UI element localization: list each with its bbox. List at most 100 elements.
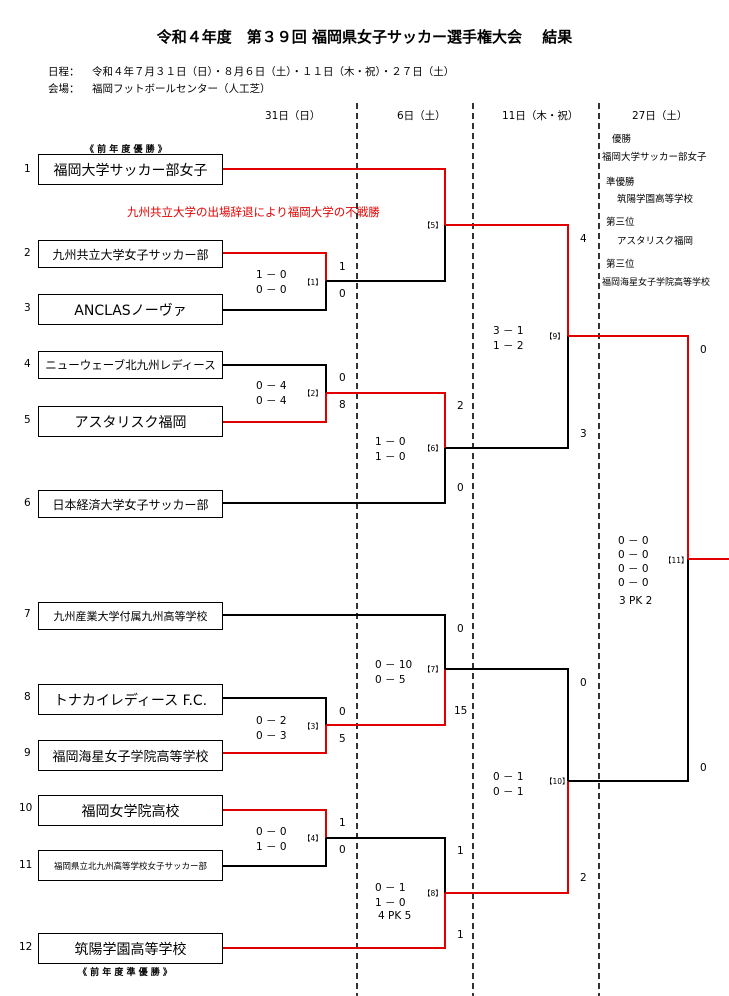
team-box: ニューウェーブ北九州レディース: [38, 351, 223, 379]
match-number: 【1】: [303, 278, 323, 287]
team-box: アスタリスク福岡: [38, 406, 223, 437]
half-score: 0 － 0: [256, 826, 287, 838]
score-top: 0: [700, 344, 707, 356]
team-name: ニューウェーブ北九州レディース: [45, 358, 216, 372]
half-score: 0 － 0: [618, 549, 649, 561]
team-no: 6: [24, 497, 31, 509]
team-name: 日本経済大学女子サッカー部: [52, 497, 209, 512]
team-box: 福岡県立北九州高等学校女子サッカー部: [38, 850, 223, 881]
half-score: 0 － 4: [256, 395, 287, 407]
prev-winner-label: 《 前 年 度 優 勝 》: [85, 145, 167, 155]
score-top: 1: [339, 261, 346, 273]
half-score: 1 － 0: [375, 451, 406, 463]
team-name: 福岡海星女子学院高等学校: [52, 750, 209, 765]
team-name: 福岡女学院高校: [81, 803, 180, 820]
team-name: ANCLASノーヴァ: [74, 302, 187, 319]
half-score: 0 － 5: [375, 674, 406, 686]
day-header-1: 31日（日）: [265, 110, 321, 122]
half-score: 1 － 0: [256, 841, 287, 853]
match-number: 【3】: [303, 722, 323, 731]
score-bottom: 5: [339, 733, 346, 745]
half-score: 1 － 2: [493, 340, 524, 352]
match-number: 【11】: [664, 556, 689, 565]
team-box: トナカイレディース F.C.: [38, 684, 223, 715]
score-top: 1: [457, 845, 464, 857]
half-score: 0 － 0: [618, 535, 649, 547]
day-header-2: 6日（土）: [397, 110, 446, 122]
score-bottom: 8: [339, 399, 346, 411]
team-no: 1: [24, 163, 31, 175]
score-top: 2: [457, 400, 464, 412]
team-no: 10: [19, 802, 33, 814]
team-name: 筑陽学園高等学校: [74, 941, 187, 958]
match-number: 【8】: [423, 889, 443, 898]
prev-runnerup-label: 《 前 年 度 準 優 勝 》: [78, 968, 172, 978]
team-no: 9: [24, 747, 31, 759]
team-box: 福岡海星女子学院高等学校: [38, 740, 223, 771]
third-label: 第三位: [606, 259, 635, 270]
team-box: 筑陽学園高等学校: [38, 933, 223, 964]
third-name: アスタリスク福岡: [617, 236, 694, 247]
schedule-value: 令和４年７月３１日（日）・８月６日（土）・１１日（木・祝）・２７日（土）: [92, 66, 455, 78]
half-score: 3 － 1: [493, 325, 524, 337]
schedule-label: 日程：: [48, 66, 80, 78]
day-header-3: 11日（木・祝）: [502, 110, 579, 122]
third-label: 第三位: [606, 217, 635, 228]
page-title: 令和４年度 第３９回 福岡県女子サッカー選手権大会 結果: [156, 28, 573, 46]
team-box: 福岡女学院高校: [38, 795, 223, 826]
team-name: トナカイレディース F.C.: [53, 692, 208, 709]
score-bottom: 3: [580, 428, 587, 440]
half-score: 0 － 0: [618, 577, 649, 589]
half-score: 0 － 4: [256, 380, 287, 392]
team-box: 九州産業大学付属九州高等学校: [38, 602, 223, 630]
score-bottom: 1: [457, 929, 464, 941]
match-number: 【10】: [545, 777, 570, 786]
match-number: 【4】: [303, 834, 323, 843]
score-top: 0: [580, 677, 587, 689]
match-number: 【5】: [423, 221, 443, 230]
team-no: 4: [24, 358, 31, 370]
team-no: 12: [19, 941, 33, 953]
team-name: 九州共立大学女子サッカー部: [52, 247, 209, 262]
half-score: 0 － 2: [256, 715, 287, 727]
half-score: 0 － 1: [493, 786, 524, 798]
team-name: 福岡県立北九州高等学校女子サッカー部: [53, 861, 207, 872]
runnerup-label: 準優勝: [606, 177, 635, 188]
half-score: 0 － 3: [256, 730, 287, 742]
score-top: 0: [339, 372, 346, 384]
team-name: 福岡大学サッカー部女子: [53, 162, 208, 179]
score-top: 0: [457, 623, 464, 635]
team-no: 2: [24, 247, 31, 259]
day-header-4: 27日（土）: [632, 110, 688, 122]
score-bottom: 0: [339, 844, 346, 856]
half-score: 0 － 1: [493, 771, 524, 783]
team-box: 福岡大学サッカー部女子: [38, 154, 223, 185]
pk-score: 4 PK 5: [378, 910, 412, 922]
team-no: 7: [24, 608, 31, 620]
winner-name: 福岡大学サッカー部女子: [602, 152, 707, 163]
score-bottom: 0: [700, 762, 707, 774]
team-box: ANCLASノーヴァ: [38, 294, 223, 325]
team-no: 5: [24, 414, 31, 426]
match-number: 【6】: [423, 444, 443, 453]
score-top: 0: [339, 706, 346, 718]
venue-label: 会場：: [48, 83, 80, 95]
half-score: 1 － 0: [375, 897, 406, 909]
team-no: 11: [19, 859, 33, 871]
team-name: アスタリスク福岡: [74, 414, 187, 431]
half-score: 0 － 1: [375, 882, 406, 894]
forfeit-note: 九州共立大学の出場辞退により福岡大学の不戦勝: [127, 205, 380, 219]
score-top: 1: [339, 817, 346, 829]
half-score: 0 － 10: [375, 659, 413, 671]
pk-score: 3 PK 2: [619, 595, 653, 607]
team-no: 3: [24, 302, 31, 314]
team-box: 九州共立大学女子サッカー部: [38, 240, 223, 268]
score-bottom: 2: [580, 872, 587, 884]
team-no: 8: [24, 691, 31, 703]
score-bottom: 15: [454, 705, 468, 717]
winner-label: 優勝: [612, 134, 632, 145]
half-score: 1 － 0: [256, 269, 287, 281]
score-bottom: 0: [339, 288, 346, 300]
match-number: 【9】: [545, 332, 565, 341]
